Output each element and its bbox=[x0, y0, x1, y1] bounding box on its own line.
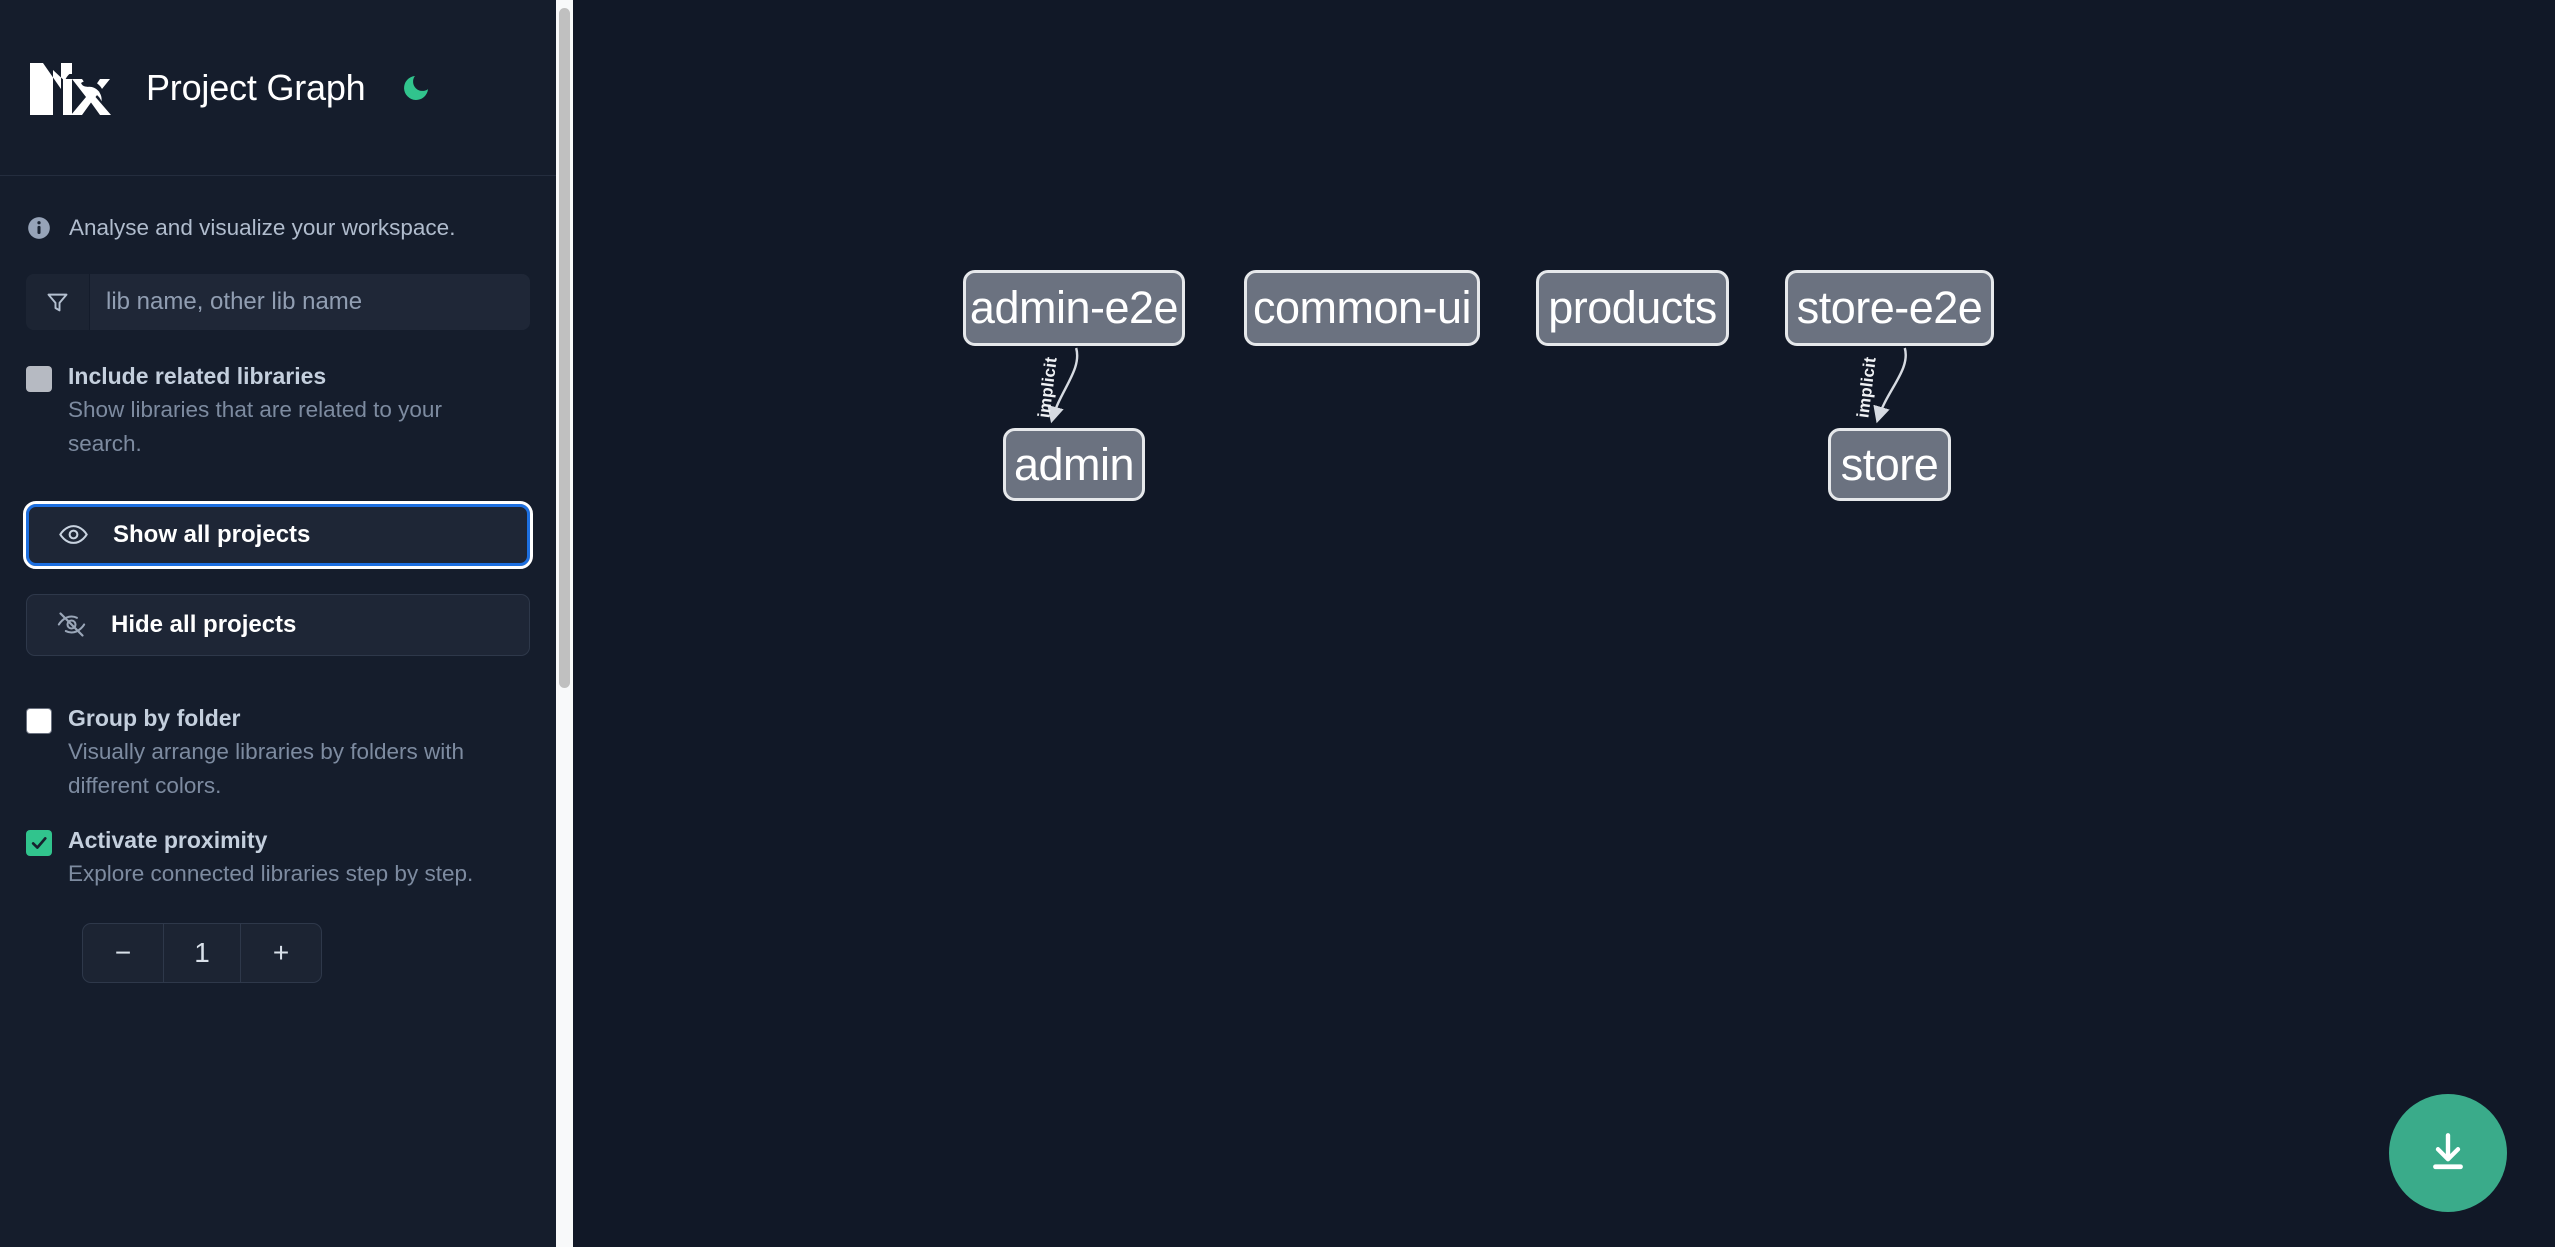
hide-all-projects-button[interactable]: Hide all projects bbox=[26, 593, 530, 656]
moon-icon[interactable] bbox=[396, 68, 436, 108]
sidebar-scrollbar[interactable] bbox=[556, 0, 573, 1247]
group-by-folder-text: Group by folder Visually arrange librari… bbox=[68, 702, 520, 802]
sidebar: Project Graph Analyse and visualize your… bbox=[0, 0, 556, 1247]
option-title: Group by folder bbox=[68, 704, 241, 731]
graph-node-products[interactable]: products bbox=[1536, 270, 1729, 346]
hide-all-projects-label: Hide all projects bbox=[111, 610, 297, 638]
search-input[interactable] bbox=[90, 274, 530, 330]
option-description: Explore connected libraries step by step… bbox=[68, 861, 474, 887]
sidebar-tagline: Analyse and visualize your workspace. bbox=[26, 176, 530, 240]
graph-node-admin[interactable]: admin bbox=[1003, 428, 1145, 501]
filter-box[interactable] bbox=[26, 274, 530, 330]
option-group-by-folder[interactable]: Group by folder Visually arrange librari… bbox=[26, 702, 530, 802]
show-all-projects-button[interactable]: Show all projects bbox=[23, 500, 533, 569]
proximity-stepper[interactable]: − 1 + bbox=[82, 922, 322, 983]
graph-edges bbox=[1047, 347, 1907, 424]
activate-proximity-text: Activate proximity Explore connected lib… bbox=[68, 824, 473, 891]
sidebar-header: Project Graph bbox=[0, 0, 556, 176]
download-graph-button[interactable] bbox=[2389, 1094, 2507, 1212]
proximity-decrement-button[interactable]: − bbox=[114, 936, 132, 968]
graph-node-admin-e2e[interactable]: admin-e2e bbox=[963, 270, 1185, 346]
sidebar-tagline-text: Analyse and visualize your workspace. bbox=[69, 214, 456, 240]
option-description: Visually arrange libraries by folders wi… bbox=[68, 739, 465, 798]
graph-node-store[interactable]: store bbox=[1828, 428, 1951, 501]
proximity-value: 1 bbox=[163, 923, 241, 982]
show-all-projects-label: Show all projects bbox=[113, 520, 311, 548]
check-icon bbox=[31, 836, 47, 849]
sidebar-body: Analyse and visualize your workspace. In… bbox=[0, 176, 556, 983]
graph-canvas[interactable]: implicit implicit admin-e2e common-ui pr… bbox=[556, 0, 2555, 1247]
proximity-increment-button[interactable]: + bbox=[272, 936, 290, 968]
graph-node-store-e2e[interactable]: store-e2e bbox=[1785, 270, 1994, 346]
edge-label-admin-implicit: implicit bbox=[1034, 355, 1061, 419]
graph-node-common-ui[interactable]: common-ui bbox=[1244, 270, 1480, 346]
include-related-libraries-checkbox[interactable] bbox=[26, 366, 52, 392]
app-title: Project Graph bbox=[146, 66, 366, 108]
option-description: Show libraries that are related to your … bbox=[68, 397, 442, 456]
option-include-related-libraries[interactable]: Include related libraries Show libraries… bbox=[26, 360, 530, 460]
activate-proximity-checkbox[interactable] bbox=[26, 829, 52, 856]
option-activate-proximity[interactable]: Activate proximity Explore connected lib… bbox=[26, 824, 530, 891]
option-title: Include related libraries bbox=[68, 363, 327, 389]
group-by-folder-checkbox[interactable] bbox=[26, 707, 52, 734]
eye-slash-icon bbox=[57, 612, 86, 638]
info-icon bbox=[26, 215, 52, 241]
filter-row bbox=[26, 274, 530, 330]
option-title: Activate proximity bbox=[68, 826, 268, 853]
eye-icon bbox=[59, 525, 88, 545]
funnel-icon bbox=[26, 274, 90, 330]
include-related-libraries-text: Include related libraries Show libraries… bbox=[68, 360, 520, 460]
nx-logo-icon bbox=[26, 57, 112, 119]
edge-label-store-implicit: implicit bbox=[1853, 355, 1880, 419]
download-icon bbox=[2433, 1133, 2463, 1170]
sidebar-scrollbar-thumb[interactable] bbox=[559, 8, 570, 688]
